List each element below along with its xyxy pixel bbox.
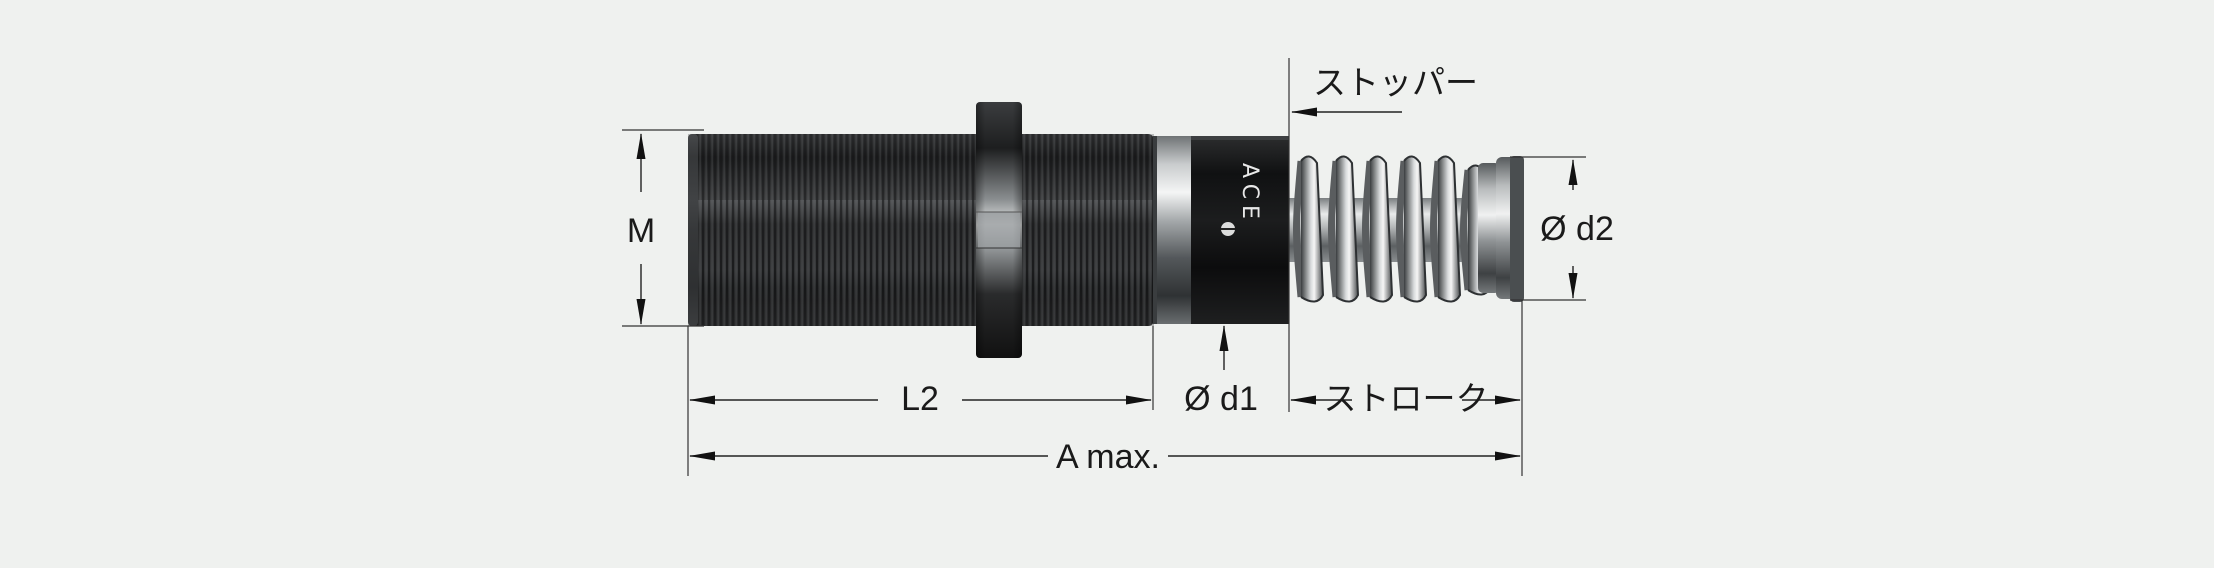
spring-coil [1437, 155, 1462, 303]
metal-ring [1153, 136, 1191, 324]
l2-label: L2 [901, 380, 939, 418]
lock-nut [976, 102, 1022, 358]
spring-coil-back [1328, 160, 1340, 298]
spring-coil-back [1362, 160, 1374, 298]
d1-label: Ø d1 [1184, 380, 1258, 418]
front-collar: ACE [1191, 136, 1289, 324]
spring-coil [1300, 155, 1325, 303]
spring-coil-back [1460, 169, 1472, 291]
spring-coil-back [1293, 160, 1305, 298]
d2-label: Ø d2 [1540, 210, 1614, 248]
shock-absorber-illustration: ACE [688, 102, 1524, 358]
ace-logo: ACE [1221, 163, 1262, 236]
spring-coil [1403, 155, 1428, 303]
ace-logo-text: ACE [1237, 163, 1262, 225]
threaded-body [688, 134, 1154, 326]
return-spring [1293, 155, 1492, 303]
stopper-label: ストッパー [1313, 63, 1478, 102]
stroke-label: ストローク [1324, 379, 1489, 418]
m-label: M [627, 212, 655, 250]
spring-coil-back [1430, 160, 1442, 298]
button-cap [1478, 156, 1524, 302]
dimension-annotations: ストッパー M Ø d2 Ø d1 L2 ストローク A max. [622, 58, 1614, 476]
a-max-label: A max. [1056, 438, 1160, 476]
spring-coil [1335, 155, 1360, 303]
spring-coil-back [1396, 160, 1408, 298]
spring-coil [1369, 155, 1394, 303]
